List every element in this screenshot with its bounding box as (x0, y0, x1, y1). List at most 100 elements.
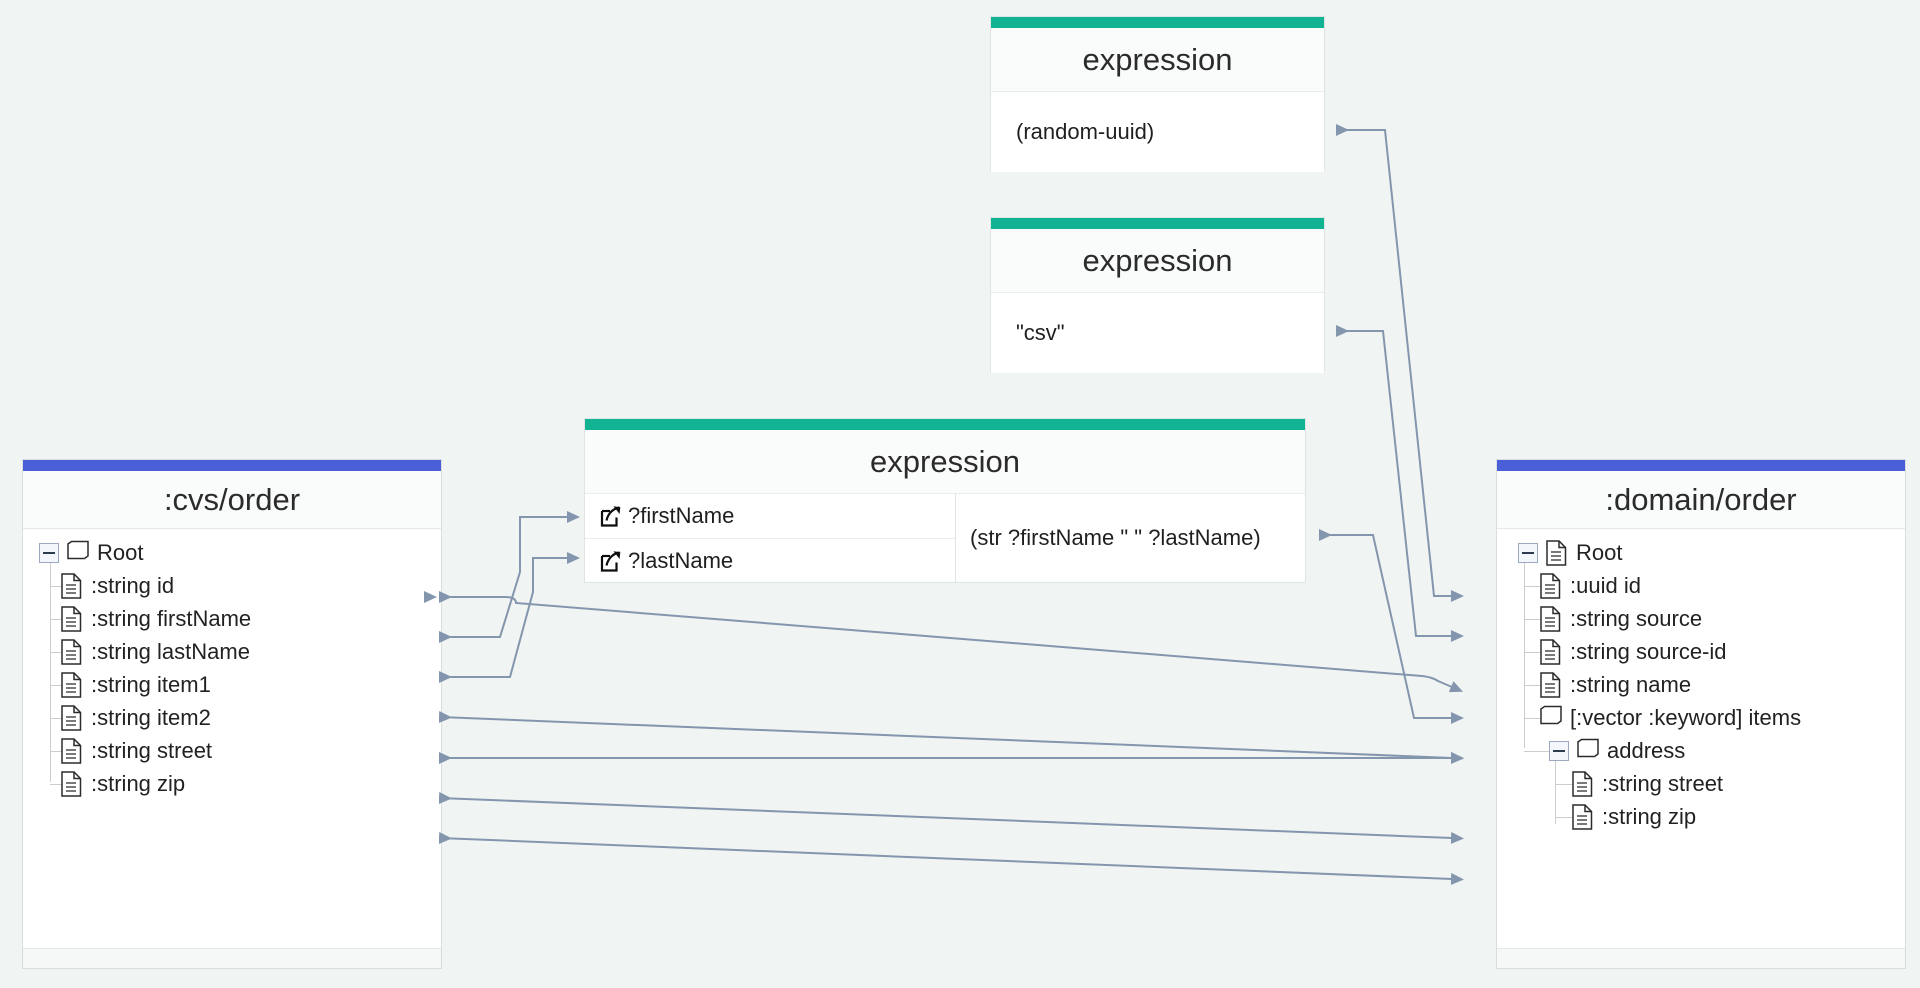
edge-item1-to-items (438, 710, 1464, 764)
expression-formula[interactable]: (random-uuid) (991, 92, 1324, 172)
tree-row-folder-address[interactable]: address (1524, 734, 1905, 767)
tree-row-field[interactable]: :string zip (1555, 800, 1905, 833)
edge-randomuuid-to-uuid-id (1336, 124, 1464, 602)
folder-icon (1577, 738, 1600, 764)
tree-row-field[interactable]: [:vector :keyword] items (1524, 701, 1905, 734)
expression-node-random-uuid[interactable]: expression (random-uuid) (990, 16, 1325, 172)
tree-row-field[interactable]: :uuid id (1524, 569, 1905, 602)
tree-row-field[interactable]: :string street (1555, 767, 1905, 800)
tree-row-label: :string id (91, 573, 175, 598)
document-icon (1572, 770, 1595, 797)
panel-accent-bar (1497, 460, 1905, 471)
folder-icon (67, 540, 90, 566)
expression-input-row[interactable]: ?firstName (585, 494, 955, 538)
document-icon (61, 671, 84, 698)
tree-row-label: address (1607, 738, 1686, 763)
tree-row-label: [:vector :keyword] items (1570, 705, 1802, 730)
document-icon (61, 605, 84, 632)
document-icon (1572, 803, 1595, 830)
tree-branch-line (1524, 585, 1555, 587)
panel-accent-bar (23, 460, 441, 471)
document-icon (61, 572, 84, 599)
tree-branch-line (1524, 618, 1555, 620)
tree-row-label: :string lastName (91, 639, 250, 664)
tree-branch-line (1524, 684, 1555, 686)
folder-icon (1540, 705, 1563, 731)
source-tree: Root :string id (23, 529, 441, 950)
document-icon (1540, 605, 1563, 632)
expression-title: expression (585, 430, 1305, 494)
target-tree: Root :uuid id (1497, 529, 1905, 950)
tree-row-label: :string item2 (91, 705, 211, 730)
expression-formula[interactable]: "csv" (991, 293, 1324, 373)
tree-row-root[interactable]: Root (39, 536, 441, 569)
collapse-toggle-icon[interactable] (1518, 542, 1538, 563)
edge-lastname-to-expr (439, 552, 580, 683)
edge-strname-to-name (1319, 529, 1464, 724)
target-panel-title: :domain/order (1497, 471, 1905, 529)
tree-trunk (50, 556, 51, 782)
edge-id-to-source-id (439, 591, 1464, 693)
tree-row-field[interactable]: :string item2 (50, 701, 441, 734)
source-panel-footer (23, 948, 441, 968)
tree-row-label: Root (97, 540, 144, 565)
expression-body: ?firstName ?lastName (str ?firstName " "… (585, 494, 1305, 582)
document-icon (1540, 638, 1563, 665)
expression-formula[interactable]: (str ?firstName " " ?lastName) (955, 494, 1305, 582)
edge-zip-to-zip (438, 831, 1464, 885)
document-icon (61, 770, 84, 797)
target-panel-footer (1497, 948, 1905, 968)
tree-row-label: :string source-id (1570, 639, 1727, 664)
tree-row-field[interactable]: :string lastName (50, 635, 441, 668)
source-panel-title: :cvs/order (23, 471, 441, 529)
document-icon (1540, 572, 1563, 599)
tree-row-field[interactable]: :string street (50, 734, 441, 767)
tree-branch-line (1524, 750, 1549, 752)
tree-row-field[interactable]: :string item1 (50, 668, 441, 701)
external-link-icon (599, 504, 623, 528)
tree-row-field[interactable]: :string name (1524, 668, 1905, 701)
expression-node-str-name[interactable]: expression ?firstName (584, 418, 1306, 583)
document-icon (1546, 539, 1569, 566)
tree-row-field[interactable]: :string firstName (50, 602, 441, 635)
expression-node-csv[interactable]: expression "csv" (990, 217, 1325, 373)
tree-row-field[interactable]: :string id (50, 569, 441, 602)
expression-input-label: ?firstName (628, 503, 735, 528)
tree-row-field[interactable]: :string zip (50, 767, 441, 800)
tree-branch-line (1524, 651, 1555, 653)
edge-csv-to-source (1336, 325, 1464, 642)
tree-row-label: :string street (91, 738, 213, 763)
expression-accent-bar (585, 419, 1305, 430)
collapse-toggle-icon[interactable] (1549, 740, 1569, 761)
tree-row-label: :string firstName (91, 606, 252, 631)
tree-row-label: :string street (1602, 771, 1724, 796)
document-icon (1540, 671, 1563, 698)
collapse-toggle-icon[interactable] (39, 542, 59, 563)
tree-row-label: :uuid id (1570, 573, 1641, 598)
source-schema-panel[interactable]: :cvs/order Root (22, 459, 442, 969)
edge-firstname-to-expr (439, 511, 580, 643)
expression-accent-bar (991, 218, 1324, 229)
tree-subtrunk (1555, 751, 1556, 824)
tree-row-label: :string item1 (91, 672, 211, 697)
tree-row-label: :string zip (91, 771, 186, 796)
expression-title: expression (991, 28, 1324, 92)
tree-row-label: :string name (1570, 672, 1692, 697)
tree-row-label: Root (1576, 540, 1623, 565)
tree-row-label: :string source (1570, 606, 1703, 631)
tree-branch-line (1555, 783, 1586, 785)
external-link-icon (599, 549, 623, 573)
tree-branch-line (1555, 816, 1586, 818)
document-icon (61, 737, 84, 764)
expression-title: expression (991, 229, 1324, 293)
expression-input-label: ?lastName (628, 547, 734, 573)
document-icon (61, 704, 84, 731)
tree-row-root[interactable]: Root (1518, 536, 1905, 569)
tree-row-field[interactable]: :string source (1524, 602, 1905, 635)
expression-input-row[interactable]: ?lastName (585, 538, 955, 582)
tree-row-field[interactable]: :string source-id (1524, 635, 1905, 668)
expression-accent-bar (991, 17, 1324, 28)
target-schema-panel[interactable]: :domain/order Root (1496, 459, 1906, 969)
tree-branch-line (1524, 717, 1555, 719)
